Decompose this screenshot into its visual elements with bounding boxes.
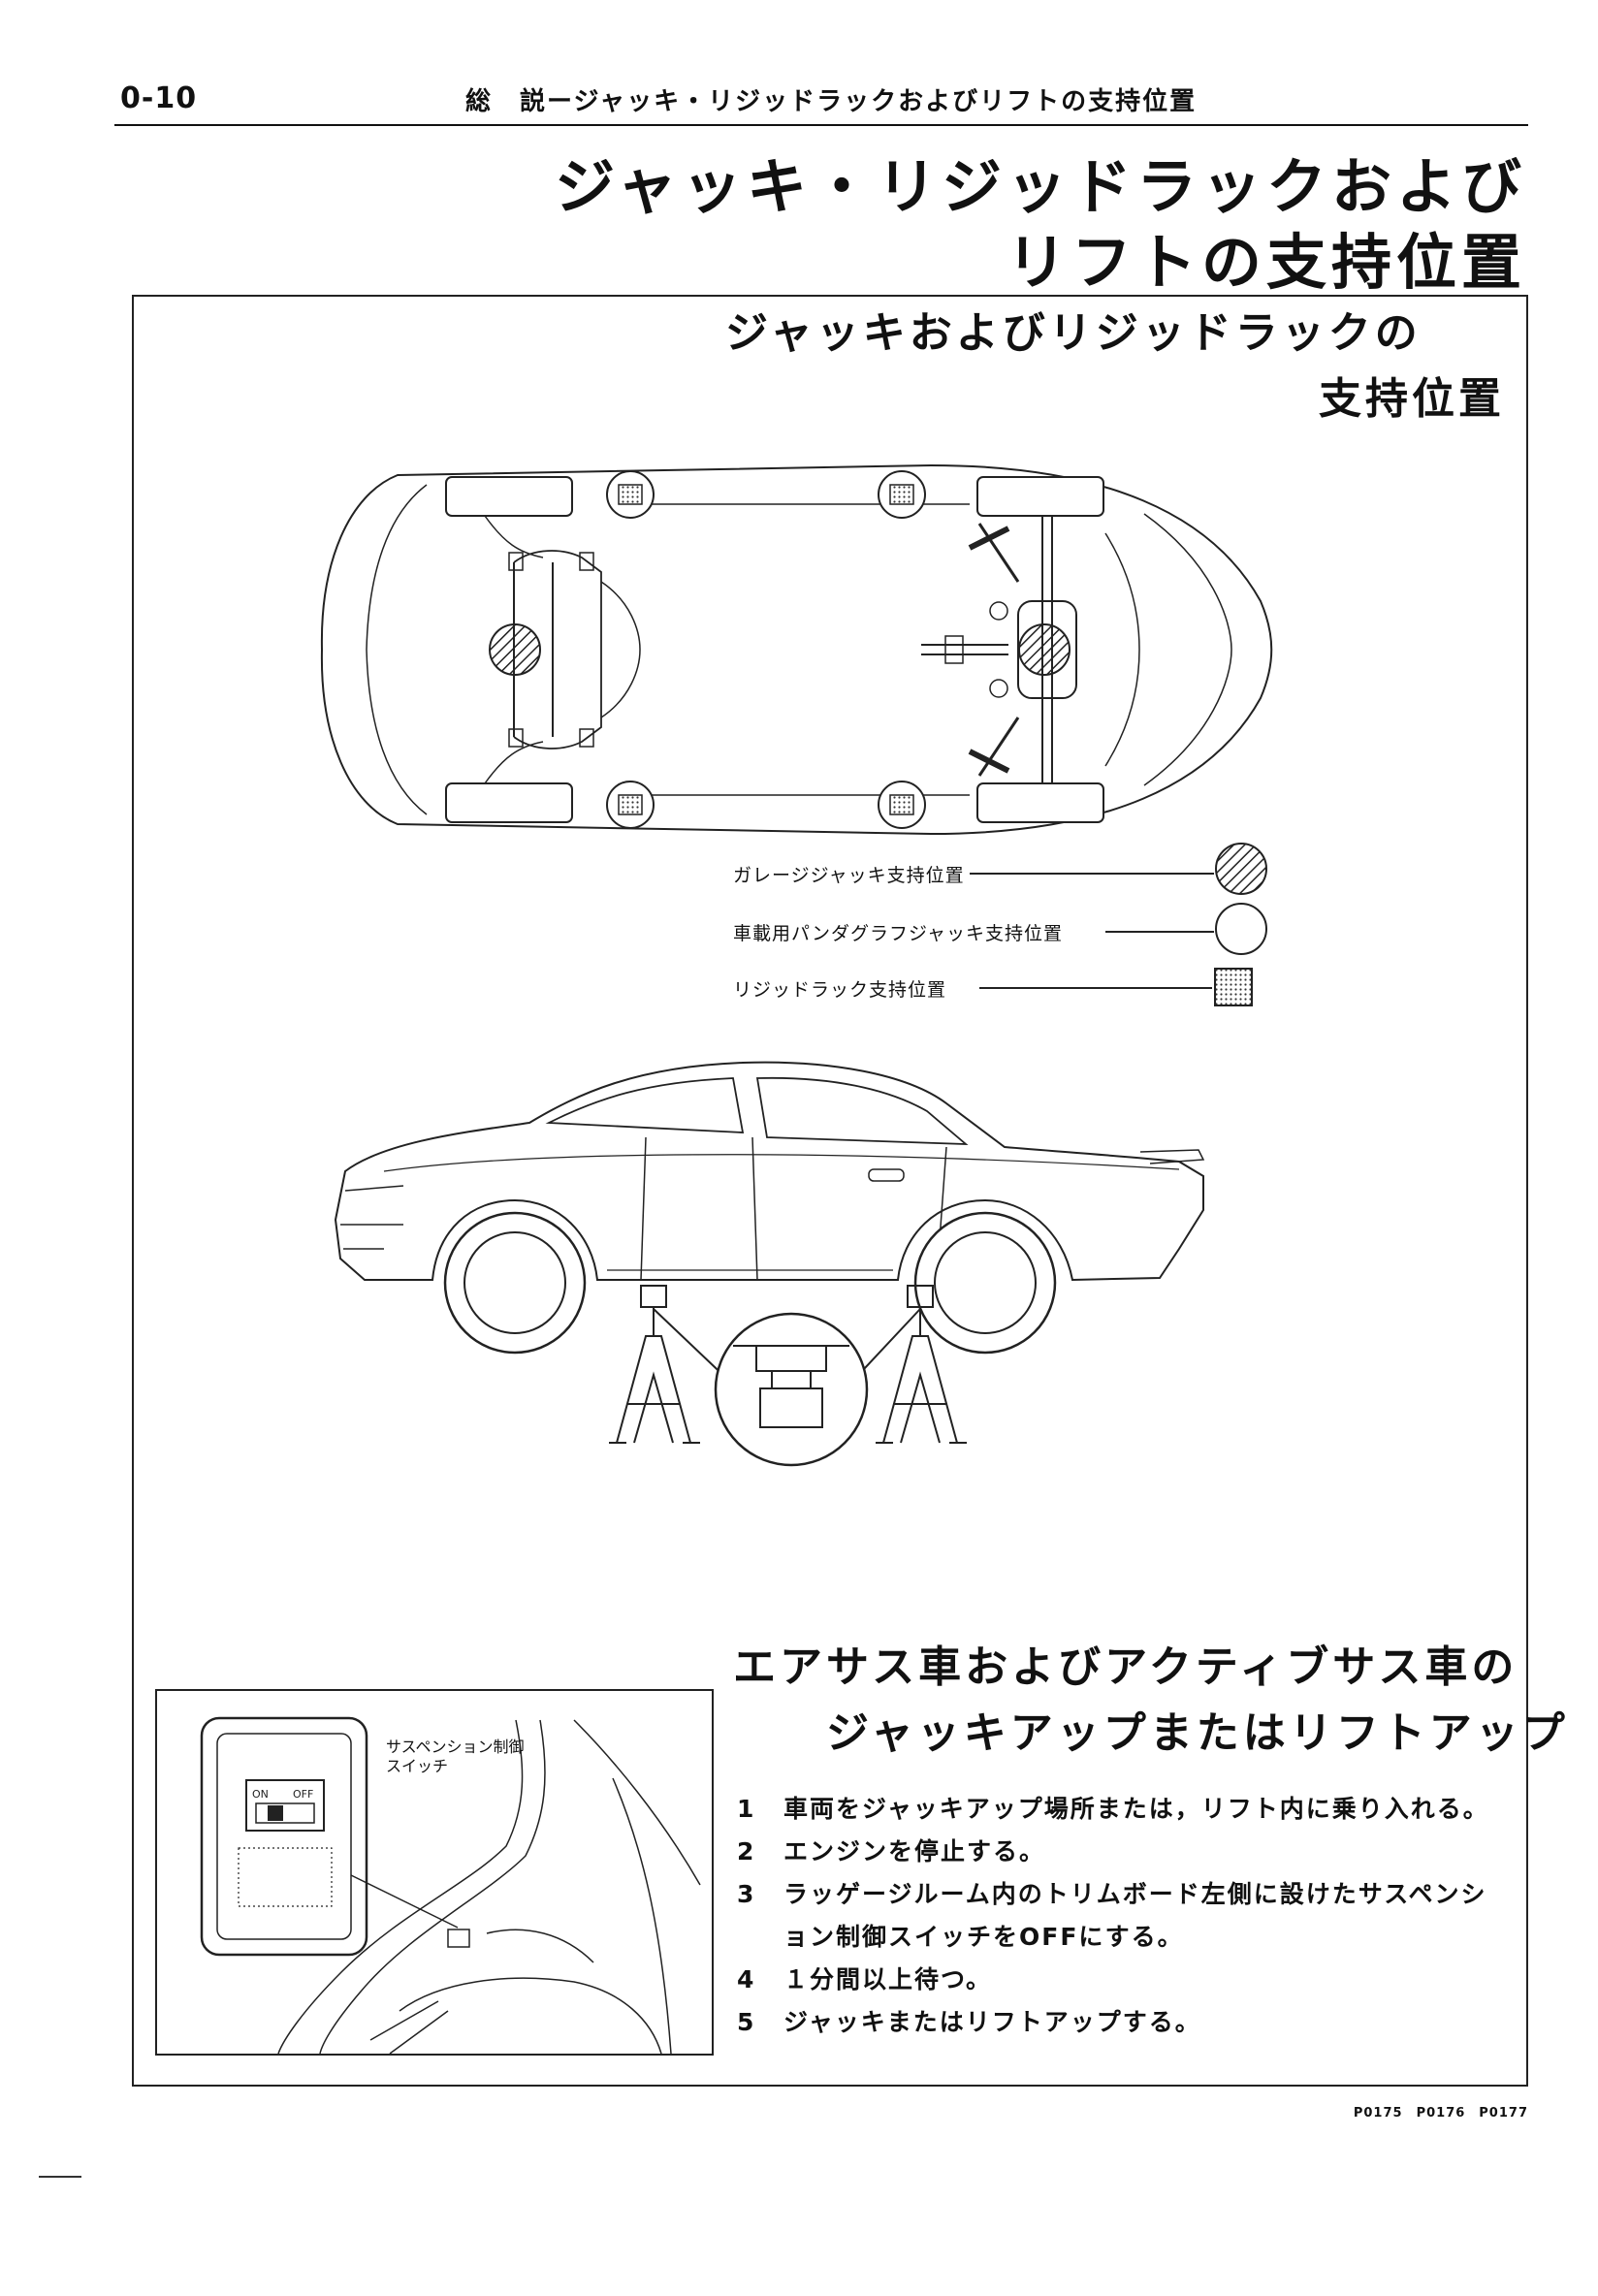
step-number: 5	[737, 2008, 756, 2036]
page-number: 0-10	[120, 81, 198, 115]
step-text: 車両をジャッキアップ場所または，リフト内に乗り入れる。	[783, 1795, 1489, 1823]
running-title: 総 説ージャッキ・リジッドラックおよびリフトの支持位置	[465, 87, 1198, 116]
list-item: 4 １分間以上待つ。	[737, 1959, 1513, 2001]
suspension-switch-callout-label: サスペンション制御 スイッチ	[386, 1738, 525, 1775]
switch-off-label: OFF	[293, 1788, 313, 1801]
header-rule	[114, 124, 1528, 126]
step-text: ジャッキまたはリフトアップする。	[783, 2008, 1201, 2036]
list-item: 3 ラッゲージルーム内のトリムボード左側に設けたサスペンション制御スイッチをOFF…	[737, 1873, 1513, 1959]
section1-title-line1: ジャッキおよびリジッドラックの	[725, 308, 1422, 358]
step-number: 2	[737, 1837, 756, 1866]
step-text: エンジンを停止する。	[783, 1837, 1046, 1866]
legend-leader-rigid-rack	[979, 987, 1212, 989]
section2-title-line1: エアサス車およびアクティブサス車の	[733, 1642, 1518, 1692]
step-text: ラッゲージルーム内のトリムボード左側に設けたサスペンション制御スイッチをOFFに…	[783, 1880, 1487, 1951]
section2-title-line2: ジャッキアップまたはリフトアップ	[826, 1708, 1569, 1758]
switch-inset-frame	[155, 1689, 714, 2056]
legend-label-pantograph-jack: 車載用パンダグラフジャッキ支持位置	[733, 923, 1064, 944]
underbody-diagram	[320, 463, 1273, 836]
content-frame	[132, 295, 1528, 2087]
list-item: 5 ジャッキまたはリフトアップする。	[737, 2001, 1513, 2044]
hatched-circle-icon	[1215, 843, 1267, 895]
legend-leader-garage-jack	[970, 873, 1214, 875]
step-text: １分間以上待つ。	[783, 1965, 993, 1993]
step-number: 3	[737, 1880, 756, 1908]
figure-codes: P0175 P0176 P0177	[1353, 2106, 1528, 2121]
section1-title-line2: 支持位置	[1319, 374, 1505, 424]
list-item: 1 車両をジャッキアップ場所または，リフト内に乗り入れる。	[737, 1788, 1513, 1831]
legend-label-garage-jack: ガレージジャッキ支持位置	[733, 865, 965, 886]
car-side-view	[334, 1061, 1205, 1467]
margin-mark	[39, 2176, 81, 2178]
legend-label-rigid-rack: リジッドラック支持位置	[733, 979, 947, 1001]
switch-on-label: ON	[252, 1788, 269, 1801]
open-circle-icon	[1215, 903, 1267, 955]
luggage-room-diagram: ON OFF	[200, 1716, 701, 2055]
step-number: 1	[737, 1795, 756, 1823]
list-item: 2 エンジンを停止する。	[737, 1831, 1513, 1873]
dotted-square-icon	[1214, 968, 1253, 1006]
legend-leader-pantograph-jack	[1105, 931, 1214, 933]
step-number: 4	[737, 1965, 756, 1993]
procedure-steps: 1 車両をジャッキアップ場所または，リフト内に乗り入れる。 2 エンジンを停止する。…	[737, 1788, 1513, 2044]
page-title-line1: ジャッキ・リジッドラックおよび	[555, 151, 1526, 222]
page-title-line2: リフトの支持位置	[1006, 227, 1526, 298]
